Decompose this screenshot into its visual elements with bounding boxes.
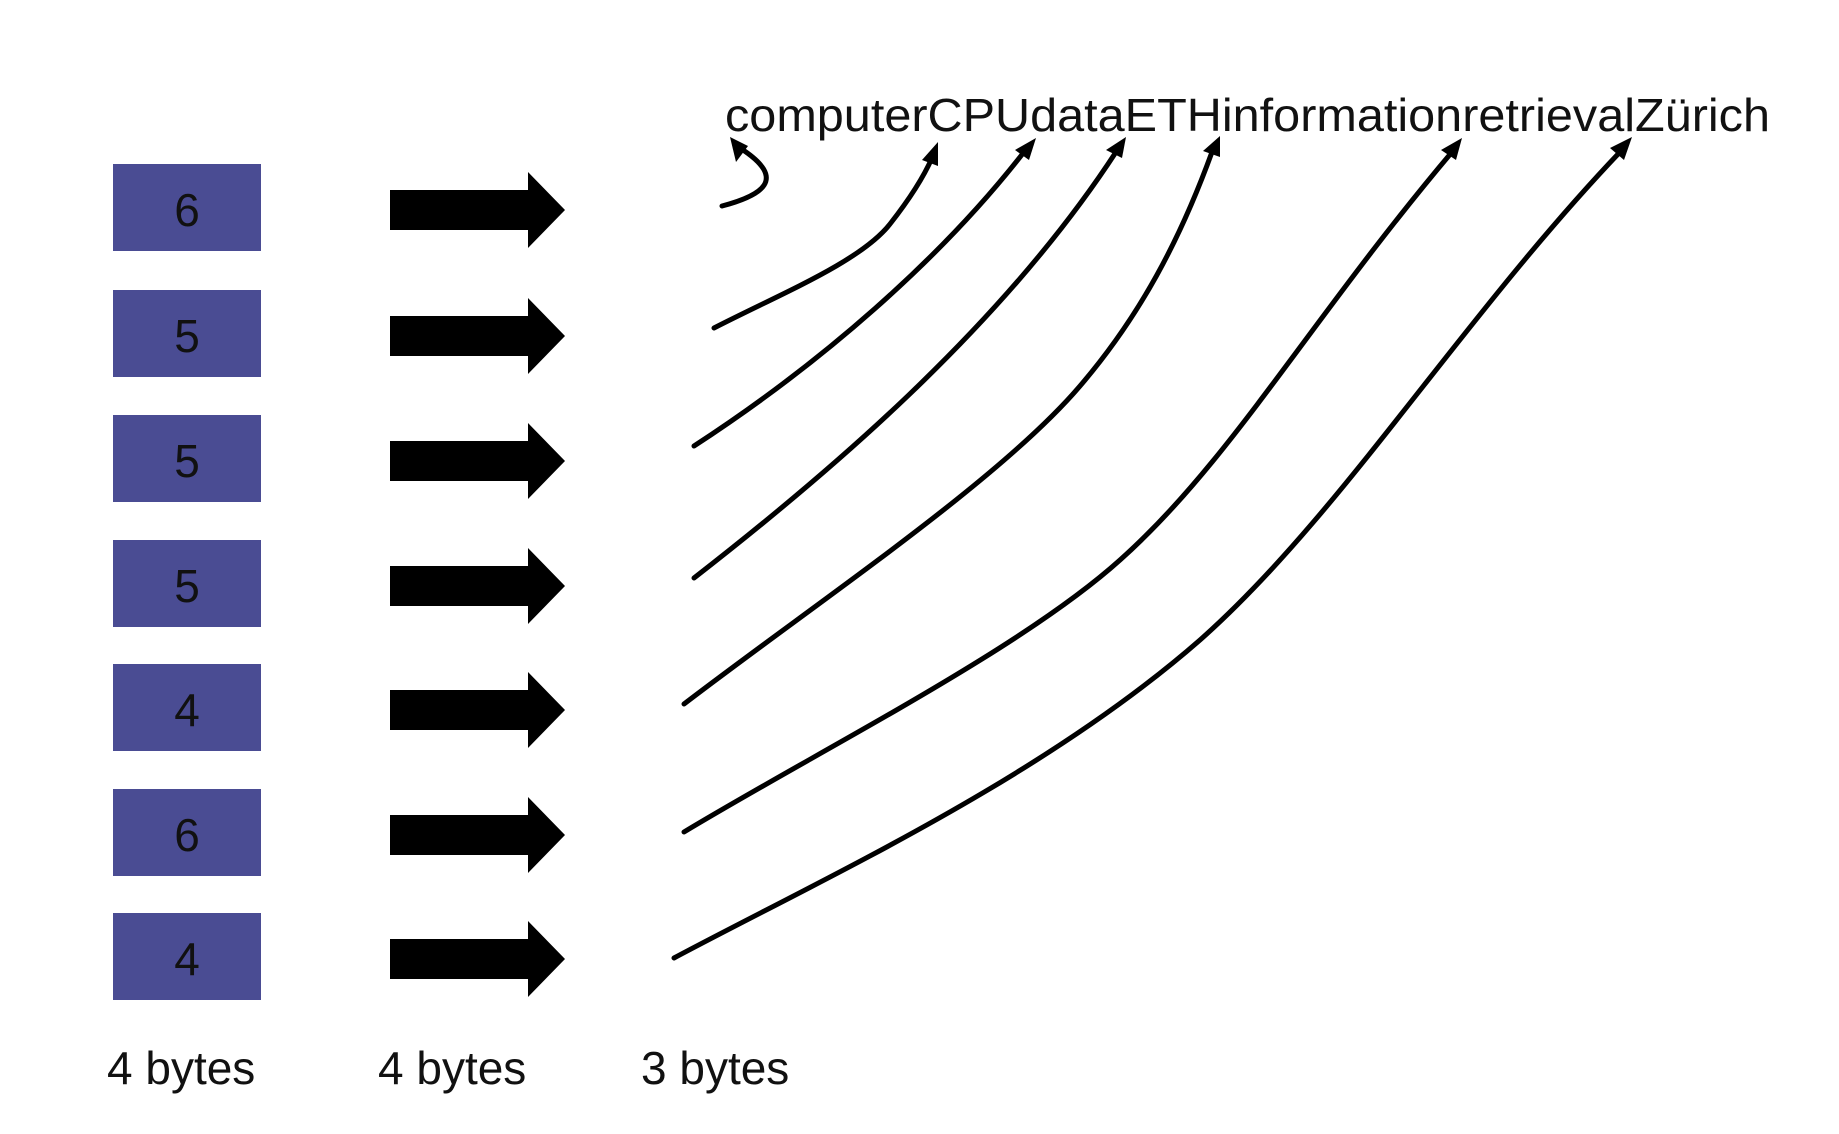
length-value: 4 bbox=[174, 684, 200, 736]
block-arrow-1 bbox=[390, 172, 565, 248]
pointer-arrow-3 bbox=[691, 138, 1036, 449]
length-box-1: 6 bbox=[113, 164, 261, 251]
pointer-arrow-1 bbox=[719, 137, 769, 209]
block-arrow-7 bbox=[390, 921, 565, 997]
block-arrow-2 bbox=[390, 298, 565, 374]
length-value: 5 bbox=[174, 310, 200, 362]
length-column: 6 5 5 5 4 6 4 bbox=[113, 164, 261, 1000]
pointer-arrow-2 bbox=[711, 142, 938, 331]
dictionary-string: computerCPUdataETHinformationretrievalZü… bbox=[725, 89, 1770, 141]
length-box-3: 5 bbox=[113, 415, 261, 502]
pointer-column bbox=[671, 136, 1632, 961]
length-box-5: 4 bbox=[113, 664, 261, 751]
pointer-column-size-label: 3 bytes bbox=[641, 1042, 789, 1094]
arrow-column-size-label: 4 bytes bbox=[378, 1042, 526, 1094]
length-value: 6 bbox=[174, 809, 200, 861]
length-value: 5 bbox=[174, 435, 200, 487]
block-arrow-4 bbox=[390, 548, 565, 624]
pointer-arrow-4 bbox=[691, 137, 1126, 581]
length-box-7: 4 bbox=[113, 913, 261, 1000]
length-value: 4 bbox=[174, 933, 200, 985]
length-column-size-label: 4 bytes bbox=[107, 1042, 255, 1094]
length-box-4: 5 bbox=[113, 540, 261, 627]
pointer-arrow-6 bbox=[681, 138, 1462, 835]
pointer-arrow-7 bbox=[671, 137, 1632, 961]
block-arrow-5 bbox=[390, 672, 565, 748]
length-box-6: 6 bbox=[113, 789, 261, 876]
length-box-2: 5 bbox=[113, 290, 261, 377]
block-arrow-3 bbox=[390, 423, 565, 499]
block-arrow-column bbox=[390, 172, 565, 997]
length-value: 5 bbox=[174, 560, 200, 612]
pointer-arrow-5 bbox=[681, 136, 1220, 707]
length-value: 6 bbox=[174, 184, 200, 236]
block-arrow-6 bbox=[390, 797, 565, 873]
